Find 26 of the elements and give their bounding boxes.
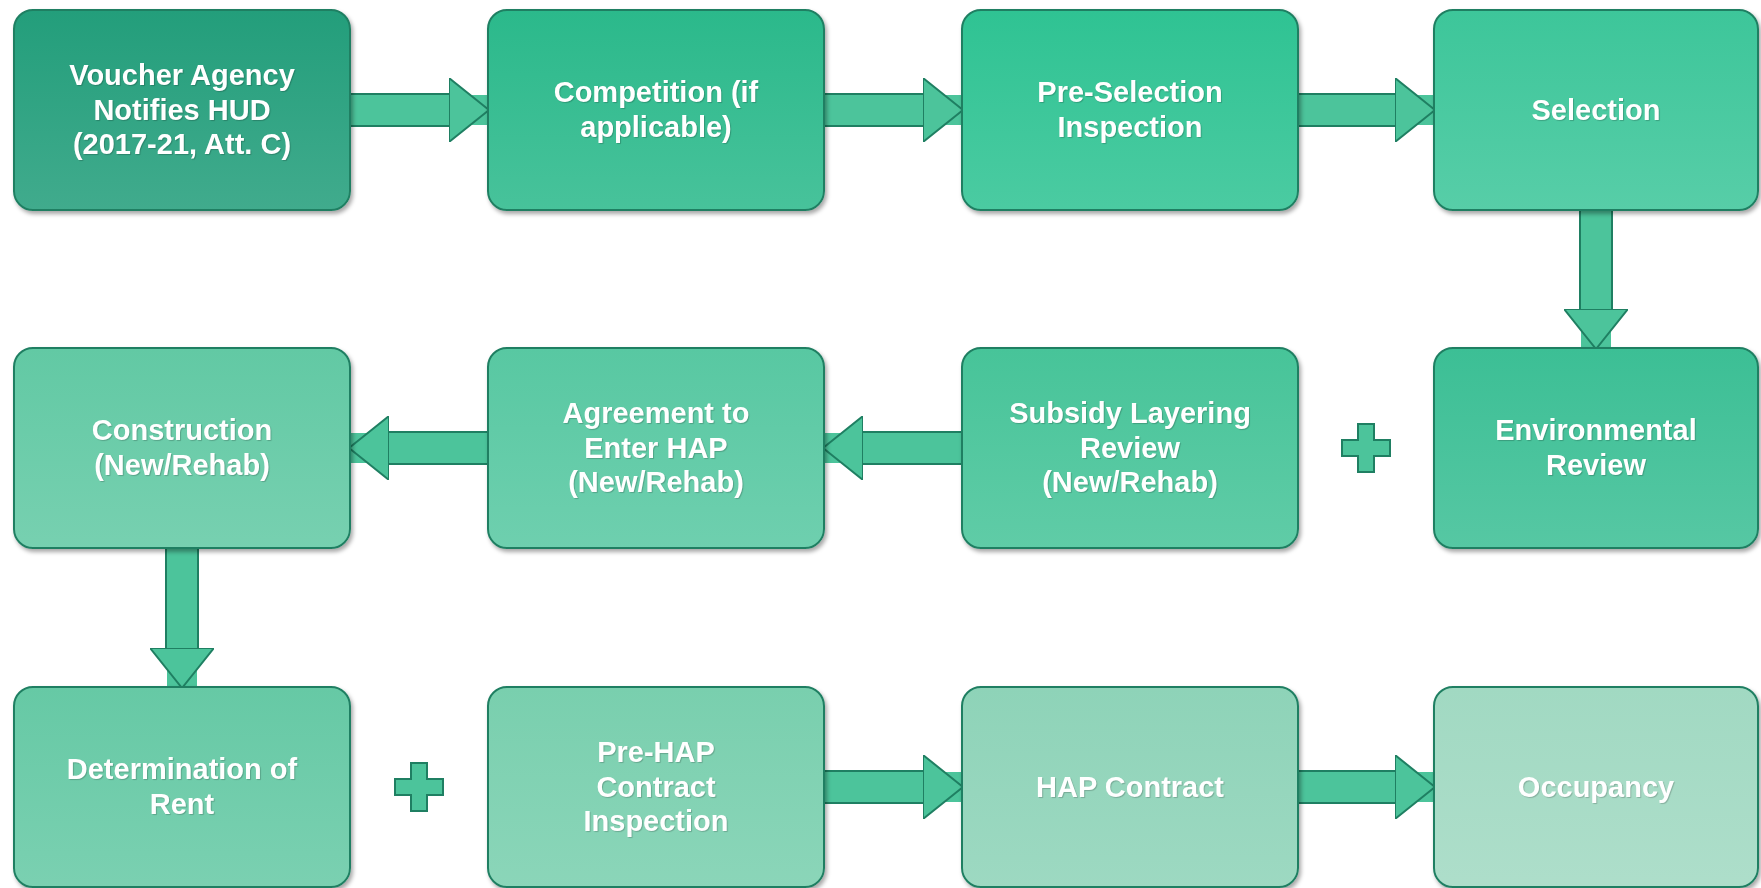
process-box	[13, 686, 351, 888]
step-label: Determination of Rent	[65, 752, 299, 822]
step-label: Pre-Selection Inspection	[1036, 75, 1224, 145]
step-label: Environmental Review	[1494, 413, 1698, 483]
process-box	[1433, 347, 1759, 549]
step-label: HAP Contract	[1036, 769, 1224, 805]
step-label: Pre-HAP Contract Inspection	[582, 734, 730, 840]
process-box	[961, 9, 1299, 211]
block-arrow	[1563, 211, 1629, 350]
step-label: Subsidy Layering Review (New/Rehab)	[1008, 395, 1252, 501]
process-box	[961, 686, 1299, 888]
process-box	[487, 347, 825, 549]
step-label: Occupancy	[1517, 769, 1675, 805]
process-box	[13, 347, 351, 549]
process-box	[1433, 686, 1759, 888]
block-arrow	[149, 549, 215, 689]
process-box	[487, 686, 825, 888]
step-label: Construction (New/Rehab)	[90, 413, 274, 483]
process-box	[961, 347, 1299, 549]
step-label: Voucher Agency Notifies HUD (2017-21, Att. C)	[68, 57, 296, 163]
step-label: Agreement to Enter HAP (New/Rehab)	[561, 395, 751, 501]
process-box	[13, 9, 351, 211]
process-box	[487, 9, 825, 211]
step-label: Competition (if applicable)	[552, 75, 760, 145]
process-box	[1433, 9, 1759, 211]
step-label: Selection	[1531, 92, 1661, 128]
